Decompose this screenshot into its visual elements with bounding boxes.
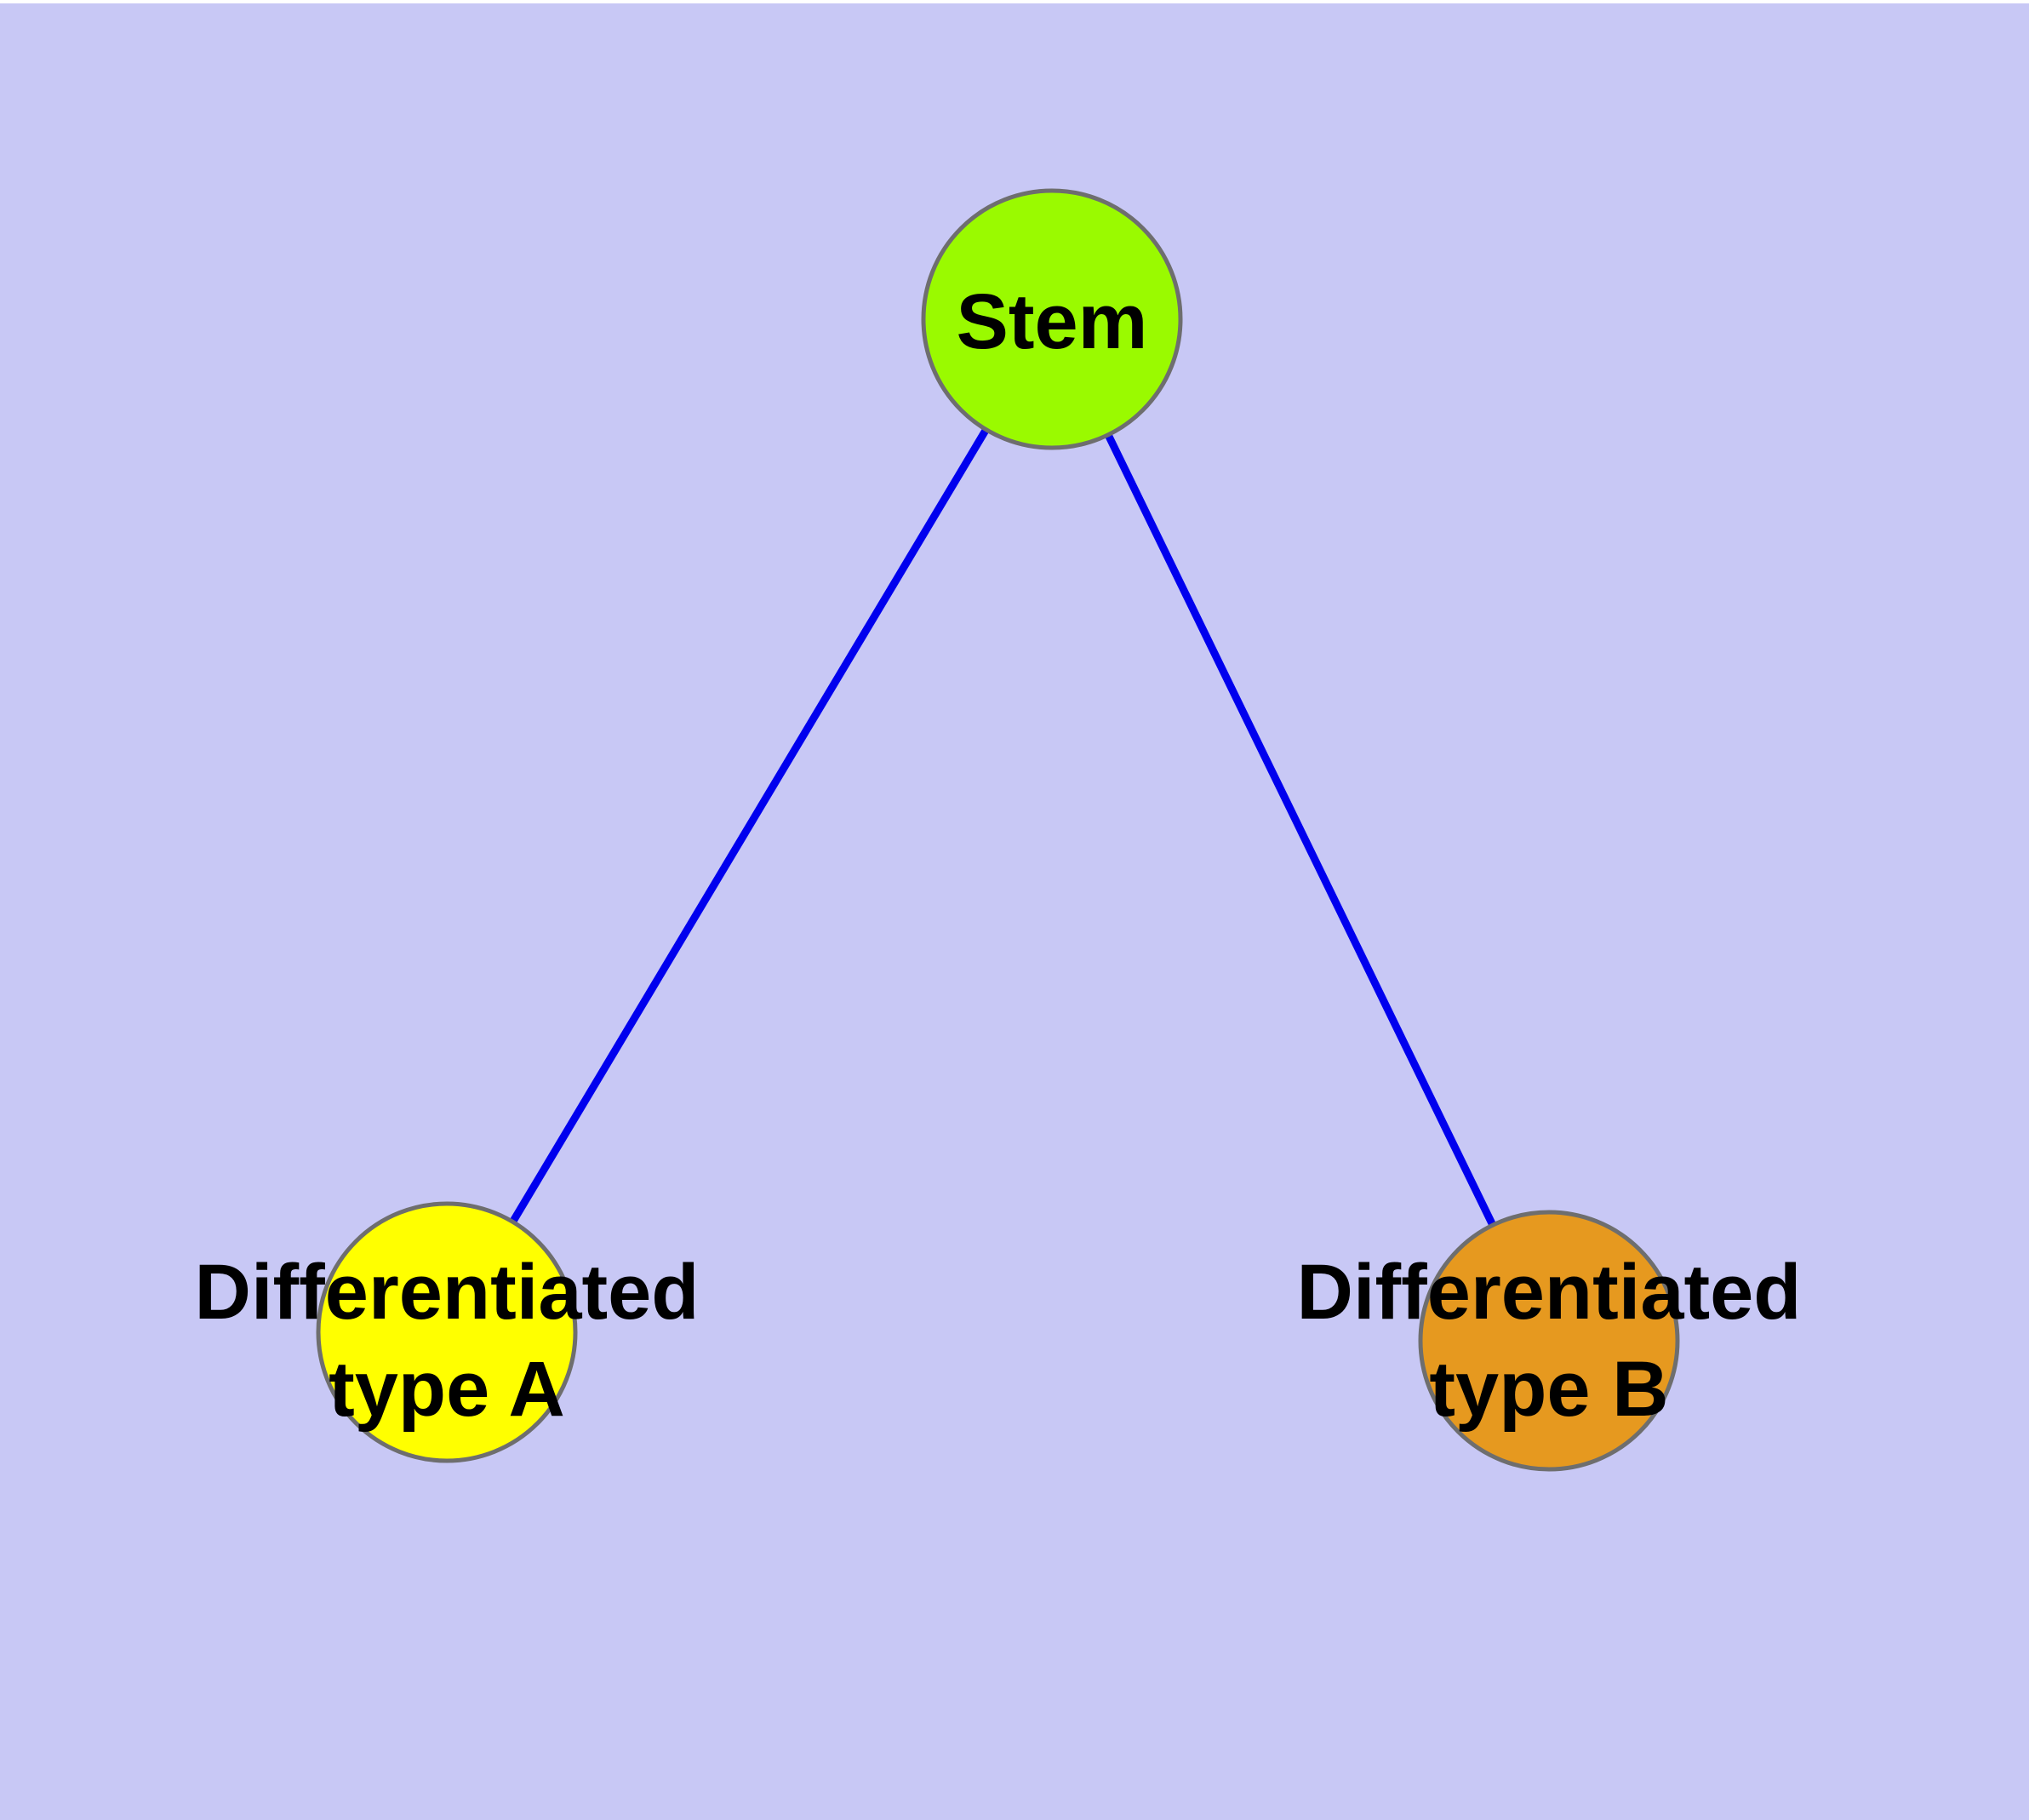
node-type-a-circle <box>316 1201 578 1463</box>
node-type-b-label: Differentiated type B <box>1297 1244 1802 1438</box>
node-type-b-label-line2: type B <box>1429 1346 1669 1433</box>
node-type-b-label-line1: Differentiated <box>1296 1249 1802 1336</box>
node-type-a-label-line1: Differentiated <box>194 1249 700 1336</box>
node-stem-label: Stem <box>956 278 1148 365</box>
top-border-strip <box>0 0 2029 3</box>
node-stem-circle <box>921 188 1183 450</box>
edge-stem-to-type-a <box>443 317 1055 1335</box>
node-type-a-label: Differentiated type A <box>195 1244 700 1438</box>
edge-stem-to-type-b <box>1048 318 1553 1342</box>
node-type-b-circle <box>1418 1210 1680 1472</box>
node-type-a-label-line2: type A <box>329 1346 565 1433</box>
